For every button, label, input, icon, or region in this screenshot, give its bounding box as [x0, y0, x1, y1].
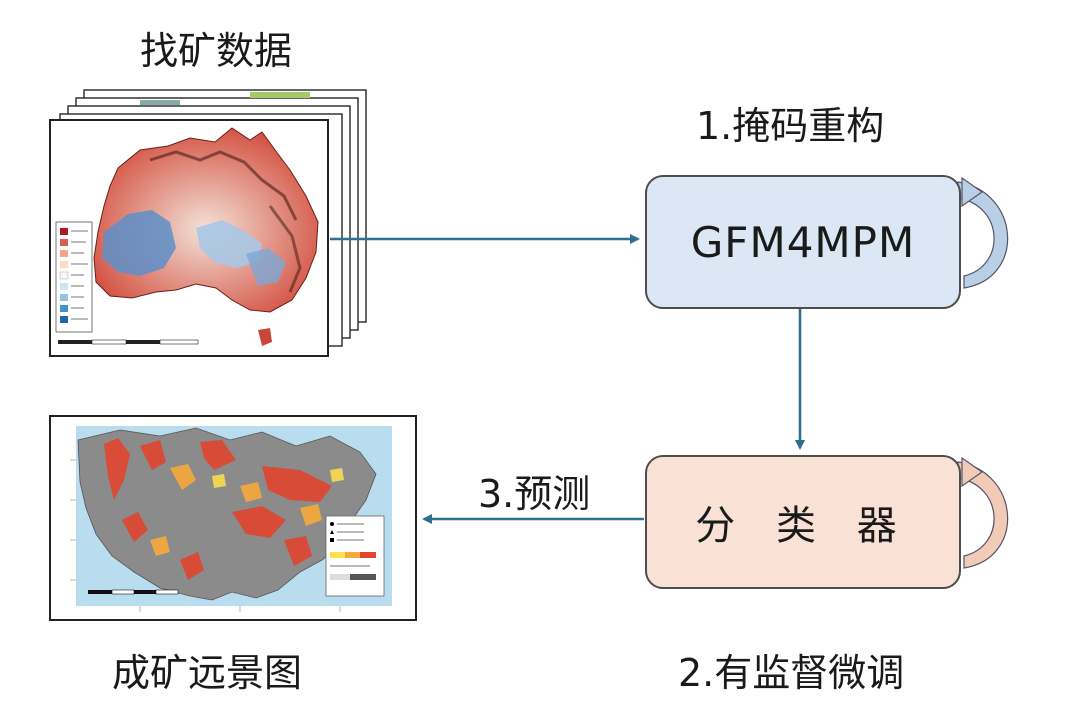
- map-scale-bar: [58, 339, 199, 345]
- map-strip: [140, 100, 180, 105]
- output-map-legend: [325, 515, 385, 597]
- classifier-loop-arrow: [957, 456, 1009, 569]
- map-legend: [55, 221, 93, 333]
- map-region: [102, 210, 176, 276]
- model-box-label: GFM4MPM: [690, 217, 916, 267]
- step3-label: 3.预测: [478, 472, 591, 516]
- output-map: [49, 415, 417, 621]
- input-map-stack: [49, 89, 367, 357]
- graticule-ticks: [70, 459, 341, 612]
- prospect-zones: [104, 438, 332, 580]
- tasmania: [258, 328, 272, 346]
- map-texture: [268, 205, 302, 293]
- prospect-zones-moderate: [150, 464, 322, 556]
- input-data-label: 找矿数据: [140, 29, 293, 73]
- step1-label: 1.掩码重构: [696, 104, 885, 148]
- map-region: [246, 248, 286, 286]
- classifier-box: 分 类 器: [645, 455, 961, 589]
- model-box: GFM4MPM: [645, 175, 961, 309]
- output-map-label: 成矿远景图: [112, 651, 303, 695]
- prospect-zones-low: [212, 468, 344, 488]
- classifier-box-label: 分 类 器: [695, 503, 911, 549]
- output-map-scale-bar: [88, 589, 179, 595]
- map-texture: [149, 150, 298, 221]
- map-region: [196, 220, 262, 268]
- step2-label: 2.有监督微调: [678, 651, 905, 695]
- map-strip: [250, 92, 310, 98]
- model-loop-arrow: [957, 176, 1009, 289]
